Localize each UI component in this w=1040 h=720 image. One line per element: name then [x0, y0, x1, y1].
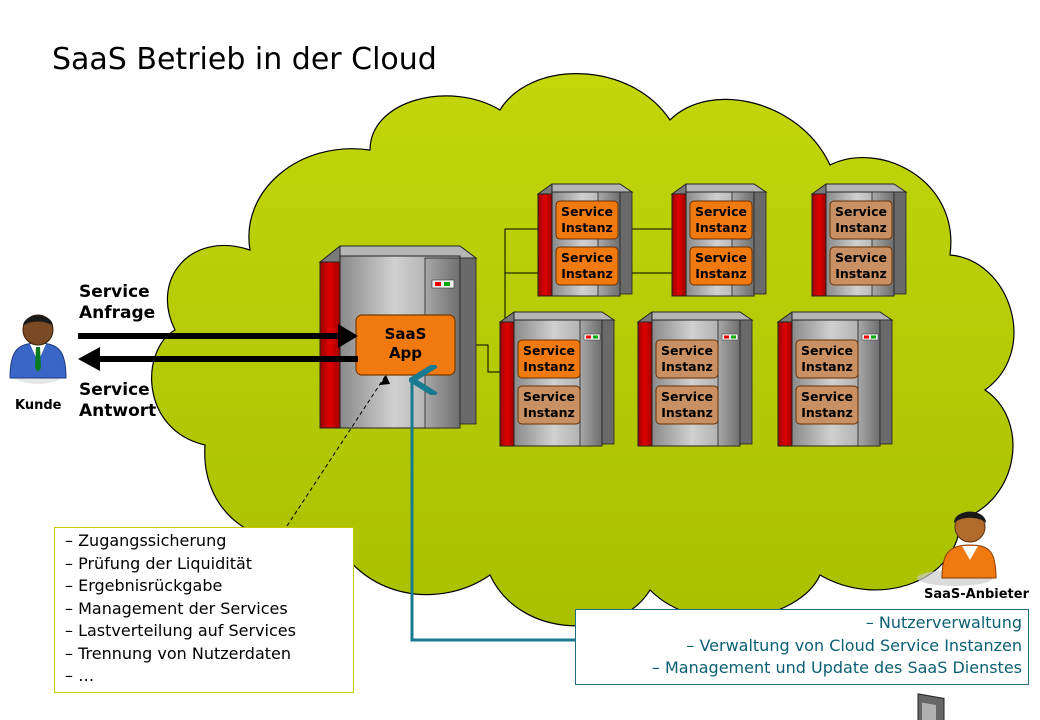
service-instance-line2: Instanz: [695, 266, 747, 281]
saas-app-line1: SaaS: [384, 325, 427, 343]
service-instance-box: [555, 200, 619, 240]
saas-app-box: [355, 314, 456, 376]
service-instance-line1: Service: [661, 389, 713, 404]
service-instance-line1: Service: [661, 343, 713, 358]
app-task-item: – …: [65, 666, 95, 685]
service-instance-line2: Instanz: [661, 405, 713, 420]
service-request-line2: Anfrage: [79, 303, 156, 323]
instance-servers: [498, 183, 908, 447]
provider-label: SaaS-Anbieter: [924, 587, 1030, 602]
server-s3: [810, 183, 908, 297]
provider-task-item: – Management und Update des SaaS Dienste…: [651, 658, 1022, 677]
customer-person-icon: [9, 314, 67, 384]
service-instance-line2: Instanz: [661, 359, 713, 374]
server-s2: [670, 183, 768, 297]
provider-task-item: – Nutzerverwaltung: [865, 613, 1022, 632]
service-instance-box: [829, 200, 893, 240]
provider-tasks-box: – Nutzerverwaltung – Verwaltung von Clou…: [575, 609, 1029, 685]
service-instance-box: [555, 246, 619, 286]
app-task-item: – Trennung von Nutzerdaten: [65, 643, 292, 663]
service-instance-line2: Instanz: [801, 405, 853, 420]
service-instance-line1: Service: [801, 343, 853, 358]
service-instance-line1: Service: [695, 204, 747, 219]
service-instance-box: [829, 246, 893, 286]
app-task-item: – Lastverteilung auf Services: [65, 621, 296, 640]
server-s1: [536, 183, 634, 297]
service-instance-line2: Instanz: [561, 266, 613, 281]
response-arrow: [78, 347, 358, 371]
service-instance-box: [655, 385, 719, 425]
service-instance-line2: Instanz: [695, 220, 747, 235]
service-request-label: Service Anfrage: [79, 282, 155, 324]
saas-app-server: [318, 245, 478, 429]
server-s6: [776, 311, 894, 447]
service-instance-box: [655, 339, 719, 379]
service-instance-box: [517, 385, 581, 425]
service-instance-line2: Instanz: [523, 405, 575, 420]
service-instance-line2: Instanz: [835, 220, 887, 235]
page-title: SaaS Betrieb in der Cloud: [52, 42, 437, 77]
server-s5: [636, 311, 754, 447]
service-request-line1: Service: [79, 282, 150, 302]
service-instance-line2: Instanz: [801, 359, 853, 374]
service-instance-line1: Service: [561, 250, 613, 265]
service-instance-line2: Instanz: [523, 359, 575, 374]
request-arrow: [78, 324, 358, 348]
service-instance-box: [689, 200, 753, 240]
service-response-line1: Service: [79, 380, 150, 400]
app-tasks-pointer: [286, 374, 387, 527]
provider-person-icon: [917, 511, 997, 720]
service-instance-line1: Service: [523, 389, 575, 404]
service-instance-line1: Service: [561, 204, 613, 219]
service-instance-line1: Service: [835, 250, 887, 265]
service-instance-box: [795, 339, 859, 379]
service-response-line2: Antwort: [79, 401, 157, 421]
saas-app-line2: App: [388, 344, 423, 362]
app-task-item: – Zugangssicherung: [65, 531, 227, 550]
service-instance-box: [689, 246, 753, 286]
saas-app-label: SaaS App: [356, 325, 455, 363]
service-instance-line2: Instanz: [835, 266, 887, 281]
provider-task-item: – Verwaltung von Cloud Service Instanzen: [686, 635, 1022, 655]
app-task-item: – Prüfung der Liquidität: [65, 553, 253, 573]
service-instance-line1: Service: [523, 343, 575, 358]
service-instance-line1: Service: [801, 389, 853, 404]
service-instance-line2: Instanz: [561, 220, 613, 235]
server-s4: [498, 311, 616, 447]
app-task-item: – Management der Services: [65, 598, 288, 618]
service-instance-line1: Service: [695, 250, 747, 265]
service-instance-line1: Service: [835, 204, 887, 219]
customer-label: Kunde: [15, 398, 62, 413]
service-response-label: Service Antwort: [79, 380, 156, 422]
service-instance-box: [795, 385, 859, 425]
app-tasks-box: – Zugangssicherung – Prüfung der Liquidi…: [54, 527, 354, 693]
app-task-item: – Ergebnisrückgabe: [65, 576, 223, 595]
service-instance-box: [517, 339, 581, 379]
